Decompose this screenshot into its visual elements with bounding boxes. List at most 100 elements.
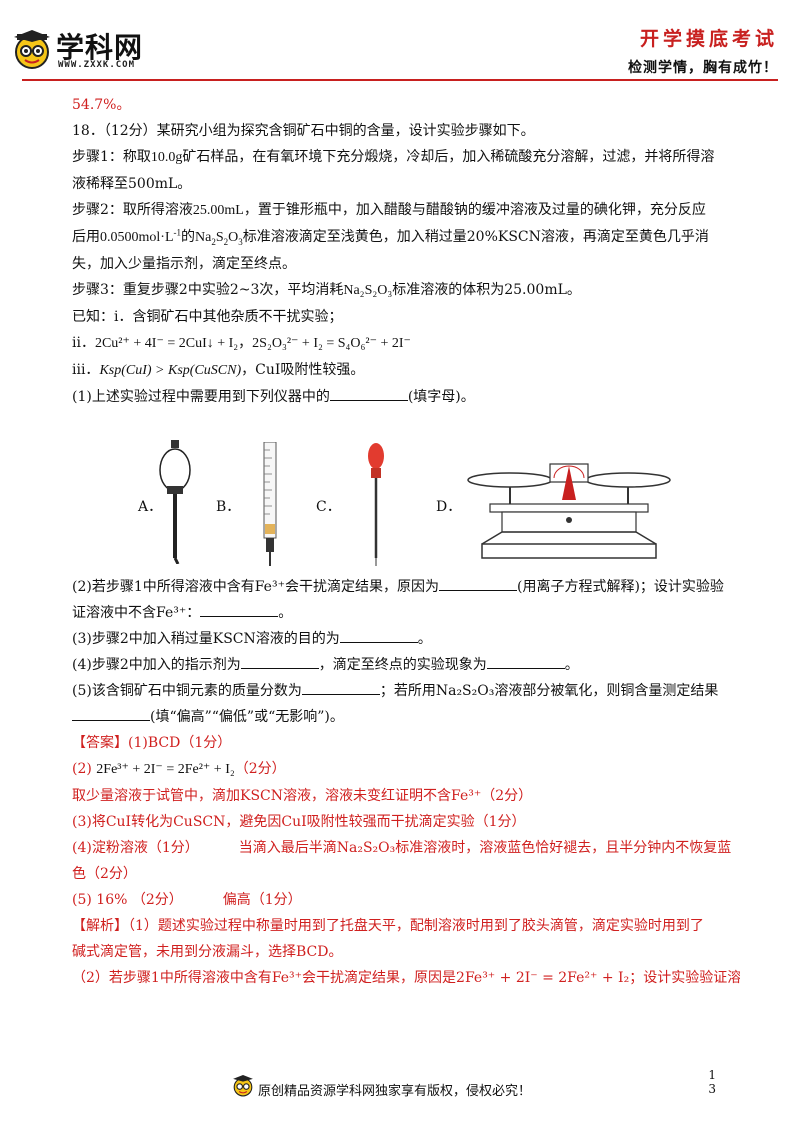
step-3-text: 标准溶液的体积为25.00mL。 bbox=[392, 282, 581, 298]
titrant-formula: Na₂S₂O₃ bbox=[343, 283, 393, 298]
slogan: 检测学情，胸有成竹！ bbox=[628, 60, 778, 76]
answer-4-phenomenon: 当滴入最后半滴Na₂S₂O₃标准溶液时，溶液蓝色恰好褪去，且半分钟内不恢复蓝 bbox=[238, 840, 732, 856]
option-d-label: D． bbox=[436, 499, 462, 515]
sample-mass: 10.0g bbox=[150, 150, 183, 165]
q5-text: (5)该含铜矿石中铜元素的质量分数为 bbox=[72, 683, 302, 699]
known-ii-equations: 2Cu²⁺ + 4I⁻ = 2CuI↓ + I₂，2S₂O₃²⁻ + I₂ = … bbox=[94, 336, 411, 351]
step-2-cont-text: 标准溶液滴定至浅黄色，加入稍过量20%KSCN溶液，再滴定至黄色几乎消 bbox=[242, 229, 709, 245]
logo: 学科网 WWW.ZXXK.COM bbox=[12, 26, 162, 74]
answer-3: (3)将CuI转化为CuSCN，避免因CuI吸附性较强而干扰滴定实验（1分） bbox=[72, 814, 526, 830]
step-3-prefix: 步骤3：重复步骤2中实验2~3次，平均消耗 bbox=[72, 282, 344, 298]
analysis-1: 【解析】（1）题述实验过程中称量时用到了托盘天平，配制溶液时用到了胶头滴管，滴定… bbox=[72, 918, 704, 934]
q4-end: 。 bbox=[564, 657, 579, 673]
step-3: 步骤3：重复步骤2中实验2~3次，平均消耗Na₂S₂O₃标准溶液的体积为25.0… bbox=[72, 277, 740, 304]
known-ii: ii．2Cu²⁺ + 4I⁻ = 2CuI↓ + I₂，2S₂O₃²⁻ + I₂… bbox=[72, 330, 740, 357]
question-2-cont: 证溶液中不含Fe³⁺： 。 bbox=[72, 600, 740, 626]
sample-volume: 25.00mL bbox=[192, 203, 244, 218]
ksp-comparison: Ksp(CuI) > Ksp(CuSCN) bbox=[99, 363, 242, 378]
question-4: (4)步骤2中加入的指示剂为 ，滴定至终点的实验现象为 。 bbox=[72, 652, 740, 678]
known-iii-text: ，CuI吸附性较强。 bbox=[241, 362, 365, 378]
answer-2-prefix: (2) bbox=[72, 761, 97, 777]
answer-1: 【答案】(1)BCD（1分） bbox=[72, 735, 232, 751]
step-1: 步骤1：称取10.0g矿石样品，在有氧环境下充分煅烧，冷却后，加入稀硫酸充分溶解… bbox=[72, 144, 740, 171]
known-ii-prefix: ii． bbox=[72, 335, 95, 351]
separatory-funnel-icon bbox=[159, 440, 191, 564]
answer-2-score: （2分） bbox=[234, 761, 286, 777]
step-2-prefix: 步骤2：取所得溶液 bbox=[72, 202, 193, 218]
reagent-sub2: 2 bbox=[223, 236, 229, 247]
footer-logo-face-icon bbox=[233, 1075, 253, 1097]
questions-and-answers: (2)若步骤1中所得溶液中含有Fe³⁺会干扰滴定结果，原因为 (用离子方程式解释)… bbox=[72, 574, 740, 991]
question-1: (1)上述实验过程中需要用到下列仪器中的 (填字母)。 bbox=[72, 384, 740, 410]
q4-blank-1 bbox=[240, 654, 319, 669]
logo-title: 学科网 bbox=[56, 31, 144, 64]
logo-url: WWW.ZXXK.COM bbox=[58, 60, 136, 70]
burette-icon bbox=[263, 442, 277, 566]
q4-mid: ，滴定至终点的实验现象为 bbox=[318, 657, 487, 673]
analysis-1-cont: 碱式滴定管，未用到分液漏斗，选择BCD。 bbox=[72, 944, 343, 960]
q5-blank-2 bbox=[72, 706, 150, 721]
answer-5-effect: 偏高（1分） bbox=[222, 892, 302, 908]
reagent-s: S bbox=[215, 230, 224, 245]
answer-5-value: (5) 16% （2分） bbox=[72, 892, 183, 908]
q2-suffix: (用离子方程式解释)；设计实验验 bbox=[516, 579, 724, 595]
q1-text: (1)上述实验过程中需要用到下列仪器中的 bbox=[72, 389, 330, 405]
step-1-prefix: 步骤1：称取 bbox=[72, 149, 151, 165]
known-iii: iii．Ksp(CuI) > Ksp(CuSCN)，CuI吸附性较强。 bbox=[72, 357, 740, 384]
known-iii-prefix: iii． bbox=[72, 362, 100, 378]
option-b-label: B． bbox=[216, 499, 241, 515]
step-1-cont: 液稀释至500mL。 bbox=[72, 176, 192, 192]
q2-blank bbox=[438, 576, 517, 591]
q5-blank-1 bbox=[301, 680, 380, 695]
answer-2-verify: 取少量溶液于试管中，滴加KSCN溶液，溶液未变红证明不含Fe³⁺（2分） bbox=[72, 788, 533, 804]
answer-4: (4)淀粉溶液（1分） 当滴入最后半滴Na₂S₂O₃标准溶液时，溶液蓝色恰好褪去，… bbox=[72, 835, 740, 861]
concentration: 0.0500mol·L bbox=[100, 230, 174, 245]
analysis-2: （2）若步骤1中所得溶液中含有Fe³⁺会干扰滴定结果，原因是2Fe³⁺ + 2I… bbox=[72, 970, 740, 986]
q1-suffix: (填字母)。 bbox=[407, 389, 475, 405]
q4-text: (4)步骤2中加入的指示剂为 bbox=[72, 657, 241, 673]
page-current: 1 bbox=[708, 1068, 716, 1082]
answer-4-cont: 色（2分） bbox=[72, 866, 137, 882]
step-2-cont: 后用0.0500mol·L-1的Na2S2O3标准溶液滴定至浅黄色，加入稍过量2… bbox=[72, 224, 740, 251]
option-a-label: A． bbox=[138, 499, 163, 515]
q2-cont-end: 。 bbox=[278, 605, 293, 621]
q4-blank-2 bbox=[486, 654, 565, 669]
dropper-icon bbox=[368, 443, 384, 566]
logo-face-icon bbox=[14, 30, 50, 69]
step-2-text: ，置于锥形瓶中，加入醋酸与醋酸钠的缓冲溶液及过量的碘化钾，充分反应 bbox=[243, 202, 706, 218]
q2-text: (2)若步骤1中所得溶液中含有Fe³⁺会干扰滴定结果，原因为 bbox=[72, 579, 439, 595]
q5-options: (填“偏高”“偏低”或“无影响”)。 bbox=[150, 709, 344, 725]
page-total: 3 bbox=[708, 1082, 716, 1096]
question-5: (5)该含铜矿石中铜元素的质量分数为 ；若所用Na₂S₂O₃溶液部分被氧化，则铜含… bbox=[72, 678, 740, 704]
reagent-na: 的Na bbox=[181, 230, 212, 245]
answer-4-indicator: (4)淀粉溶液（1分） bbox=[72, 840, 199, 856]
document-body: 54.7%。 18．（12分）某研究小组为探究含铜矿石中铜的含量，设计实验步骤如… bbox=[72, 92, 740, 410]
q2-cont-text: 证溶液中不含Fe³⁺： bbox=[72, 605, 201, 621]
answer-2: (2) 2Fe³⁺ + 2I⁻ = 2Fe²⁺ + I₂（2分） bbox=[72, 756, 740, 783]
known-i: 已知：i．含铜矿石中其他杂质不干扰实验； bbox=[72, 309, 343, 325]
exam-title: 开学摸底考试 bbox=[639, 28, 778, 50]
footer-copyright: 原创精品资源学科网独家享有版权，侵权必究！ bbox=[258, 1084, 532, 1099]
q1-blank bbox=[329, 386, 408, 401]
prev-answer-tail: 54.7%。 bbox=[72, 97, 131, 113]
header-right: 开学摸底考试 检测学情，胸有成竹！ bbox=[578, 24, 778, 77]
q2-cont-blank bbox=[200, 602, 279, 617]
step-1-text: 矿石样品，在有氧环境下充分煅烧，冷却后，加入稀硫酸充分溶解，过滤，并将所得溶 bbox=[182, 149, 715, 165]
reagent-sub3: 3 bbox=[238, 236, 243, 247]
q3-end: 。 bbox=[417, 631, 432, 647]
answer-5: (5) 16% （2分） 偏高（1分） bbox=[72, 887, 740, 913]
question-2: (2)若步骤1中所得溶液中含有Fe³⁺会干扰滴定结果，原因为 (用离子方程式解释)… bbox=[72, 574, 740, 600]
q5-mid: ；若所用Na₂S₂O₃溶液部分被氧化，则铜含量测定结果 bbox=[379, 683, 719, 699]
option-c-label: C． bbox=[316, 499, 341, 515]
step-2: 步骤2：取所得溶液25.00mL，置于锥形瓶中，加入醋酸与醋酸钠的缓冲溶液及过量… bbox=[72, 197, 740, 224]
step-2-cont-prefix: 后用 bbox=[72, 229, 100, 245]
page-number: 1 3 bbox=[708, 1068, 716, 1096]
balance-icon bbox=[467, 463, 671, 559]
q3-blank bbox=[339, 628, 418, 643]
header-divider bbox=[22, 79, 778, 81]
answer-2-equation: 2Fe³⁺ + 2I⁻ = 2Fe²⁺ + I₂ bbox=[96, 762, 235, 777]
instrument-figure: A． B． C． D． bbox=[72, 440, 740, 570]
unit-exponent: -1 bbox=[173, 227, 182, 238]
question-5-cont: (填“偏高”“偏低”或“无影响”)。 bbox=[72, 704, 740, 730]
q3-text: (3)步骤2中加入稍过量KSCN溶液的目的为 bbox=[72, 631, 340, 647]
